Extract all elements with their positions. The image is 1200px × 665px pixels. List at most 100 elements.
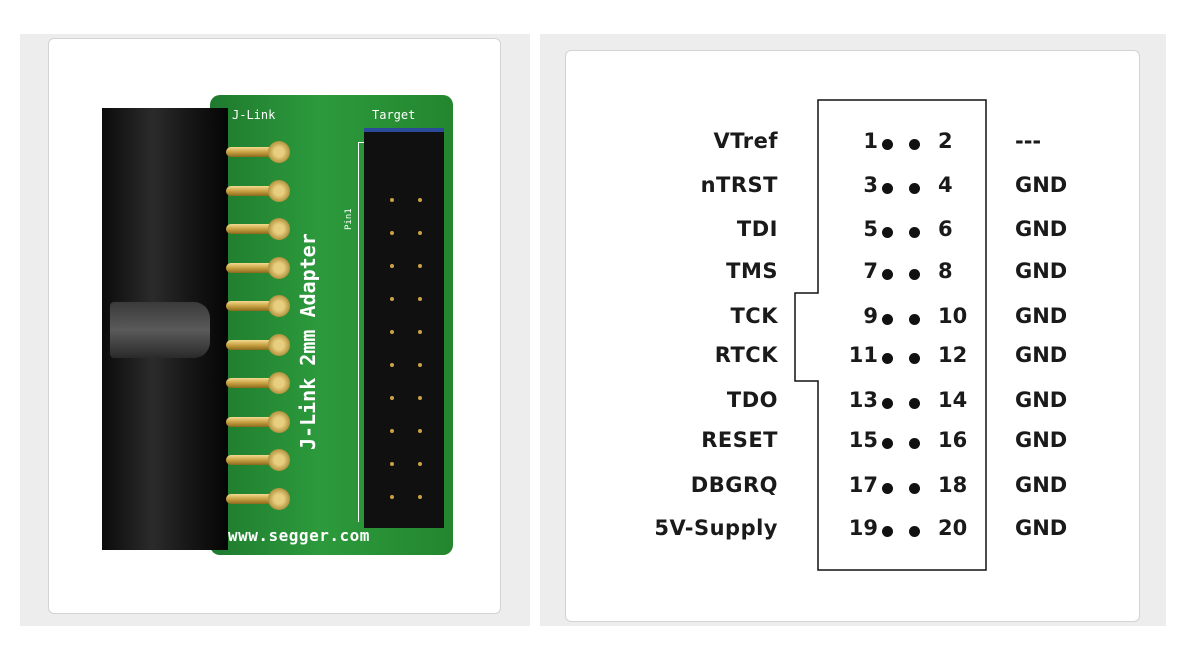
socket-contact: [390, 330, 394, 334]
board-label-target: Target: [372, 108, 416, 122]
pin-dot: [882, 139, 893, 150]
signal-name: DBGRQ: [690, 473, 778, 497]
gold-pin: [226, 455, 288, 465]
socket-contact: [390, 198, 394, 202]
pin-dot: [882, 353, 893, 364]
right-signal-name: GND: [1015, 388, 1068, 412]
socket-contact: [390, 297, 394, 301]
pin-dot: [909, 183, 920, 194]
solder-pad: [268, 449, 290, 471]
socket-contact: [390, 462, 394, 466]
pin-number-odd: 9: [863, 304, 878, 328]
pin-number-even: 16: [938, 428, 968, 452]
socket-contact: [390, 231, 394, 235]
pin-dot: [882, 398, 893, 409]
solder-pad: [268, 333, 290, 356]
socket-contact: [418, 495, 422, 499]
socket-contact: [390, 264, 394, 268]
pin-number-odd: 15: [848, 428, 878, 452]
solder-pad: [268, 141, 290, 163]
right-signal-name: GND: [1015, 173, 1068, 197]
board-label-jlink: J-Link: [232, 108, 276, 122]
right-signal-name: GND: [1015, 473, 1068, 497]
right-signal-name: GND: [1015, 259, 1068, 283]
pin-dot: [909, 314, 920, 325]
signal-name: RESET: [701, 428, 778, 452]
socket-contact: [418, 198, 422, 202]
solder-pad: [268, 372, 290, 394]
socket-contact: [418, 330, 422, 334]
solder-pad: [268, 487, 290, 510]
gold-pin: [226, 493, 288, 504]
signal-name: TDO: [726, 388, 778, 412]
connector-key-notch: [110, 302, 210, 358]
pin-dot: [882, 269, 893, 280]
gold-pin: [226, 339, 288, 350]
pin-number-even: 10: [938, 304, 968, 328]
signal-name: nTRST: [700, 173, 778, 197]
pin-dot: [882, 314, 893, 325]
pin-dot: [909, 269, 920, 280]
board-label-url: www.segger.com: [228, 526, 370, 545]
gold-pin: [226, 147, 288, 157]
right-signal-name: GND: [1015, 217, 1068, 241]
solder-pad: [268, 179, 290, 202]
socket-contact: [418, 231, 422, 235]
socket-contact: [418, 264, 422, 268]
gold-pin: [226, 416, 288, 427]
pin-number-even: 20: [938, 516, 968, 540]
gold-pin: [226, 262, 288, 273]
pin-number-even: 14: [938, 388, 968, 412]
socket-contact: [390, 396, 394, 400]
target-socket: [364, 128, 444, 528]
signal-name: TDI: [736, 217, 778, 241]
silkscreen-line: [358, 142, 359, 522]
right-signal-name: GND: [1015, 343, 1068, 367]
pin-number-odd: 11: [848, 343, 878, 367]
solder-pad: [268, 410, 290, 433]
socket-contact: [418, 429, 422, 433]
signal-name: VTref: [713, 129, 778, 153]
socket-contact: [418, 462, 422, 466]
socket-contact: [418, 363, 422, 367]
pin-number-odd: 3: [863, 173, 878, 197]
pin-number-odd: 5: [863, 217, 878, 241]
pin-number-even: 2: [938, 129, 953, 153]
pin-number-odd: 17: [848, 473, 878, 497]
board-label-pin1: Pin1: [344, 208, 354, 230]
gold-pin: [226, 301, 288, 311]
gold-pin: [226, 378, 288, 388]
pin-number-odd: 7: [863, 259, 878, 283]
pin-dot: [909, 526, 920, 537]
pin-number-even: 4: [938, 173, 953, 197]
right-signal-name: GND: [1015, 516, 1068, 540]
socket-contact: [418, 396, 422, 400]
pin-dot: [909, 139, 920, 150]
solder-pad: [268, 218, 290, 240]
right-signal-name: GND: [1015, 428, 1068, 452]
pin-dot: [909, 227, 920, 238]
pin-dot: [882, 438, 893, 449]
gold-pin: [226, 224, 288, 234]
board-label-adapter: J-Link 2mm Adapter: [296, 233, 320, 450]
right-signal-name: ---: [1015, 129, 1042, 153]
pin-dot: [909, 438, 920, 449]
pin-dot: [909, 483, 920, 494]
silkscreen-line: [358, 142, 364, 143]
signal-name: TCK: [730, 304, 778, 328]
socket-contact: [390, 495, 394, 499]
pin-number-odd: 1: [863, 129, 878, 153]
signal-name: 5V-Supply: [654, 516, 778, 540]
pin-number-even: 18: [938, 473, 968, 497]
socket-contact: [390, 363, 394, 367]
pin-number-odd: 19: [848, 516, 878, 540]
solder-pad: [268, 295, 290, 317]
socket-contact: [390, 429, 394, 433]
signal-name: RTCK: [714, 343, 778, 367]
right-signal-name: GND: [1015, 304, 1068, 328]
pin-dot: [882, 526, 893, 537]
pin-dot: [909, 353, 920, 364]
gold-pin: [226, 185, 288, 196]
pin-dot: [882, 183, 893, 194]
pin-dot: [882, 227, 893, 238]
